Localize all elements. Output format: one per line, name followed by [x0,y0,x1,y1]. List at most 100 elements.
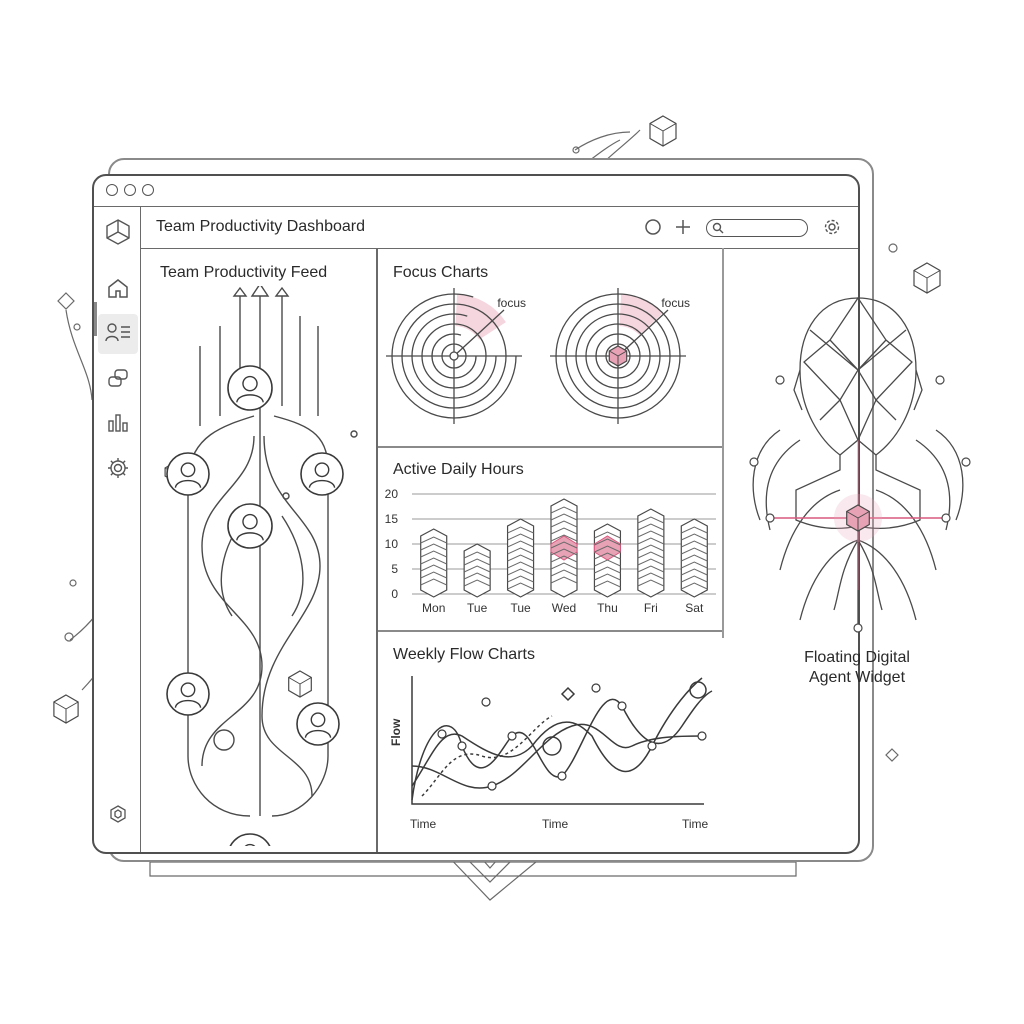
x-tick-label: Thu [597,601,618,615]
feed-title: Team Productivity Feed [160,264,328,281]
focus-radial-chart [550,288,686,424]
x-tick-label: Sat [685,601,704,615]
flow-line [411,723,703,789]
network-path [261,435,321,797]
deco-node [282,492,290,500]
agent-node [749,457,759,467]
deco-node-ring [213,729,235,751]
agent-widget-label: Floating Digital Agent Widget [780,648,934,688]
bar [550,498,578,598]
sidebar-item-team[interactable] [98,314,138,354]
x-tick-label: Mon [422,601,445,615]
plus-icon[interactable] [674,218,692,241]
y-tick-label: 10 [385,537,399,551]
team-member-avatar [229,833,271,846]
agent-node [941,513,951,523]
weekly-flow-title: Weekly Flow Charts [393,646,535,663]
x-tick-label: Fri [644,601,658,615]
flow-data-point [591,683,601,693]
dashboard-header: Team Productivity Dashboard [140,206,858,249]
search-input[interactable] [706,219,808,237]
home-icon [107,277,129,304]
window-minimize-button[interactable] [124,184,136,196]
flow-data-point [557,771,567,781]
sidebar-item-settings[interactable] [98,450,138,490]
team-member-avatar [166,672,210,716]
deco-node [350,430,358,438]
deco-node [64,632,74,642]
weekly-flow-chart: Flow Time Time Time [389,676,713,831]
deco-node [73,323,81,331]
bar-pattern [463,551,491,587]
agent-node [765,513,775,523]
flow-line [411,677,703,787]
y-tick-label: 15 [385,512,399,526]
bar-pattern [681,526,708,590]
agent-node [775,375,785,385]
flow-data-point [697,731,707,741]
x-tick-time-1: Time [410,817,437,831]
digital-agent-figure[interactable] [740,290,980,640]
agent-node [853,623,863,633]
x-tick-label: Tue [510,601,531,615]
window-close-button[interactable] [106,184,118,196]
team-member-avatar [300,452,344,496]
agent-core-cube-icon [846,504,870,532]
flow-data-point [617,701,627,711]
bar-outline [506,518,535,598]
flow-line [411,690,713,801]
sidebar-item-messages[interactable] [98,360,138,400]
agent-node [961,457,971,467]
bar [637,508,665,598]
flow-data-point [437,729,447,739]
bar [506,518,535,598]
circle-icon[interactable] [644,218,662,241]
agent-label-line-2: Agent Widget [808,669,906,686]
left-curl-line [65,309,93,401]
sidebar-item-analytics[interactable] [98,404,138,444]
bar [680,518,708,598]
x-tick-time-2: Time [542,817,569,831]
flow-data-point [647,741,657,751]
settings-gear-icon[interactable] [822,217,842,242]
bar-pattern [550,506,578,584]
bar-pattern [637,516,665,587]
agent-tendrils [752,429,964,571]
flow-data-point [457,741,467,751]
app-logo-icon [98,212,138,252]
bar-outline [420,528,448,598]
team-member-avatar [166,452,210,496]
x-tick-time-3: Time [682,817,709,831]
deco-node [888,243,898,253]
flow-line-dashed [421,715,553,797]
focus-cube-icon [608,345,628,367]
gear-icon [107,457,129,484]
agent-label-line-1: Floating Digital [804,649,910,666]
floating-cube-top-icon [649,115,677,147]
sidebar-active-marker [94,302,97,336]
flow-marker-ring [689,681,707,699]
flow-data-point [487,781,497,791]
panel-divider [376,248,378,852]
focus-charts: focus focus [386,288,690,424]
focus-label-2: focus [661,296,690,310]
arrow-up-icon [274,286,290,297]
network-outer-left [187,415,255,817]
flow-y-label: Flow [389,718,403,746]
diamond-shape [57,292,75,310]
team-feed-network [164,286,358,846]
bar-highlight [550,535,578,561]
flow-diamond [560,686,576,702]
network-path [199,296,319,426]
bar [420,528,448,598]
y-tick-label: 0 [391,587,398,601]
x-tick-label: Tue [467,601,488,615]
team-member-avatar [296,702,340,746]
sidebar-item-home[interactable] [98,270,138,310]
bar-outline [463,543,491,598]
y-tick-label: 20 [385,487,399,501]
network-outer-right [271,415,329,817]
window-maximize-button[interactable] [142,184,154,196]
agent-wireframe-face [803,296,913,456]
